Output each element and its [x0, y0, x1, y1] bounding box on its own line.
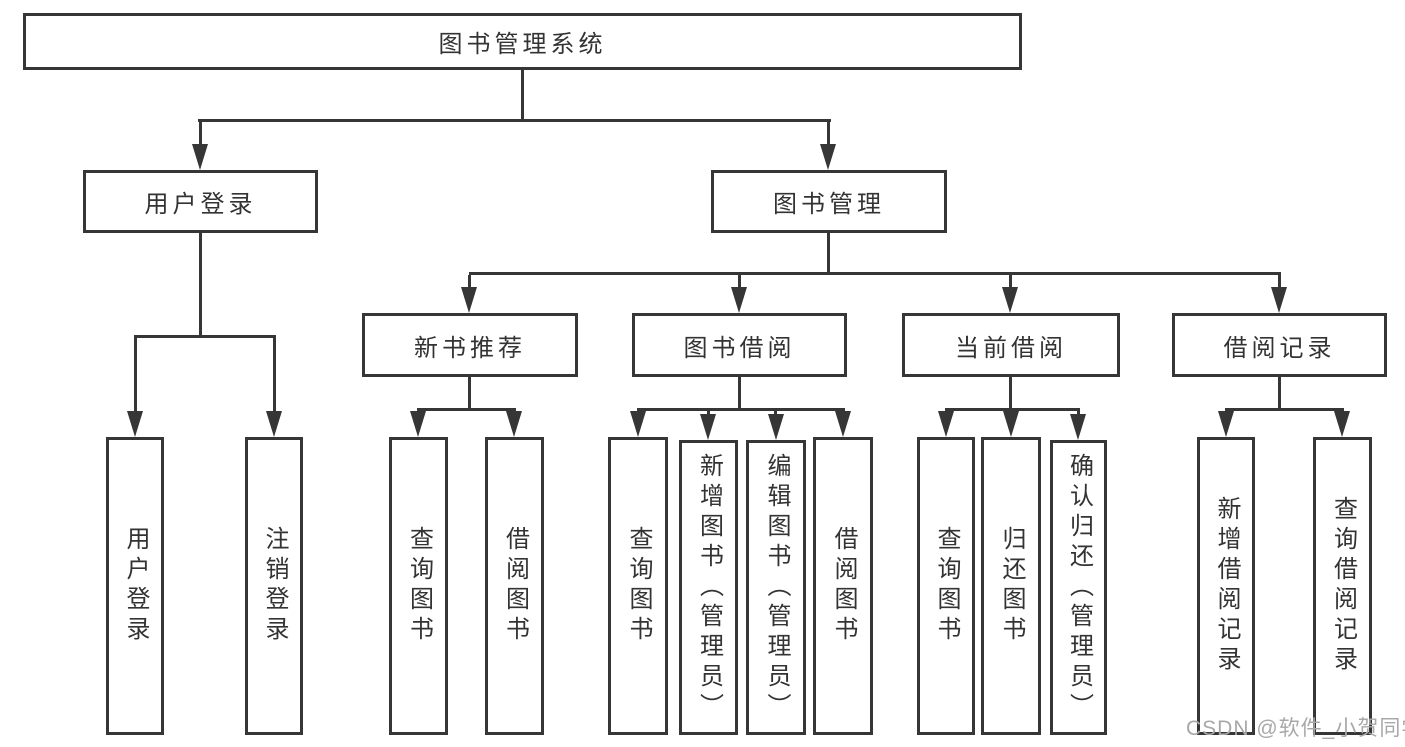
leaf-borrow-books-recommend-label: 借阅图书	[501, 526, 529, 646]
node-user-login-label: 用户登录	[144, 191, 257, 218]
leaf-query-books-current-label: 查询图书	[933, 526, 960, 646]
leaf-edit-book-admin: 编辑图书（管理员）	[746, 440, 806, 735]
leaf-query-books-borrowing: 查询图书	[608, 437, 668, 735]
connector-borrowing-drop	[738, 377, 741, 408]
connector-stub	[738, 275, 741, 289]
connector-book-management-drop	[827, 233, 830, 272]
leaf-user-login: 用户登录	[106, 437, 164, 735]
connector-recommend-drop	[468, 377, 471, 408]
arrowhead-down-icon	[731, 287, 747, 313]
connector-current-split	[945, 408, 1080, 411]
connector-stub	[1278, 275, 1281, 289]
node-new-book-recommend-label: 新书推荐	[414, 334, 526, 362]
arrowhead-down-icon	[461, 287, 477, 313]
connector-stub	[774, 408, 777, 416]
connector-root-drop	[521, 70, 524, 119]
connector-stub	[827, 122, 830, 146]
leaf-add-book-admin: 新增图书（管理员）	[679, 440, 738, 735]
leaf-add-borrow-record: 新增借阅记录	[1197, 437, 1255, 735]
node-borrowing-records-label: 借阅记录	[1223, 334, 1336, 362]
node-current-borrowing-label: 当前借阅	[955, 334, 1067, 362]
arrowhead-down-icon	[835, 411, 851, 437]
arrowhead-down-icon	[1218, 411, 1234, 437]
connector-book-management-split	[469, 272, 1281, 275]
arrowhead-down-icon	[410, 411, 426, 437]
arrowhead-down-icon	[630, 411, 646, 437]
arrowhead-down-icon	[1002, 287, 1018, 313]
leaf-query-books-recommend: 查询图书	[389, 437, 448, 735]
leaf-query-books-borrowing-label: 查询图书	[625, 526, 652, 646]
node-root-label: 图书管理系统	[438, 31, 607, 58]
leaf-add-borrow-record-label: 新增借阅记录	[1213, 496, 1240, 676]
leaf-borrow-books-recommend: 借阅图书	[485, 437, 544, 735]
connector-records-drop	[1278, 377, 1281, 408]
node-new-book-recommend: 新书推荐	[362, 313, 578, 377]
arrowhead-down-icon	[1070, 414, 1086, 440]
leaf-logout-label: 注销登录	[261, 526, 288, 646]
arrowhead-down-icon	[820, 144, 836, 170]
leaf-confirm-return-admin-label: 确认归还（管理员）	[1065, 452, 1093, 723]
leaf-query-borrow-record-label: 查询借阅记录	[1329, 496, 1357, 676]
connector-root-split	[198, 119, 831, 122]
arrowhead-down-icon	[1334, 411, 1350, 437]
leaf-query-books-recommend-label: 查询图书	[405, 526, 433, 646]
arrowhead-down-icon	[127, 411, 143, 437]
node-book-management-label: 图书管理	[773, 191, 885, 218]
leaf-return-books: 归还图书	[981, 437, 1041, 735]
arrowhead-down-icon	[768, 414, 784, 440]
leaf-borrow-books-borrowing-label: 借阅图书	[830, 526, 857, 646]
arrowhead-down-icon	[506, 411, 522, 437]
arrowhead-down-icon	[938, 411, 954, 437]
leaf-confirm-return-admin: 确认归还（管理员）	[1050, 440, 1107, 735]
connector-records-split	[1225, 408, 1344, 411]
leaf-user-login-label: 用户登录	[122, 526, 149, 646]
connector-stub	[1077, 408, 1080, 416]
node-book-management: 图书管理	[711, 170, 947, 233]
connector-user-login-split	[134, 335, 276, 338]
connector-stub	[1009, 275, 1012, 289]
connector-current-drop	[1009, 377, 1012, 408]
connector-stub	[134, 338, 137, 413]
connector-borrowing-split	[637, 408, 845, 411]
connector-stub	[468, 275, 471, 289]
csdn-watermark: CSDN @软件_小贺同学	[1186, 717, 1405, 740]
leaf-add-book-admin-label: 新增图书（管理员）	[695, 452, 723, 723]
node-book-borrowing: 图书借阅	[632, 313, 847, 377]
arrowhead-down-icon	[192, 144, 208, 170]
arrowhead-down-icon	[1271, 287, 1287, 313]
connector-stub	[273, 338, 276, 413]
node-root: 图书管理系统	[23, 13, 1022, 70]
node-book-borrowing-label: 图书借阅	[683, 334, 796, 362]
node-borrowing-records: 借阅记录	[1172, 313, 1387, 377]
arrowhead-down-icon	[700, 414, 716, 440]
leaf-return-books-label: 归还图书	[998, 526, 1025, 646]
leaf-borrow-books-borrowing: 借阅图书	[813, 437, 873, 735]
node-user-login: 用户登录	[83, 170, 318, 233]
node-current-borrowing: 当前借阅	[902, 313, 1120, 377]
arrowhead-down-icon	[1003, 411, 1019, 437]
leaf-edit-book-admin-label: 编辑图书（管理员）	[763, 452, 790, 723]
leaf-query-borrow-record: 查询借阅记录	[1313, 437, 1372, 735]
connector-stub	[199, 122, 202, 146]
leaf-logout: 注销登录	[245, 437, 303, 735]
leaf-query-books-current: 查询图书	[917, 437, 975, 735]
connector-stub	[707, 408, 710, 416]
arrowhead-down-icon	[266, 411, 282, 437]
connector-recommend-split	[417, 408, 516, 411]
connector-user-login-drop	[199, 233, 202, 335]
